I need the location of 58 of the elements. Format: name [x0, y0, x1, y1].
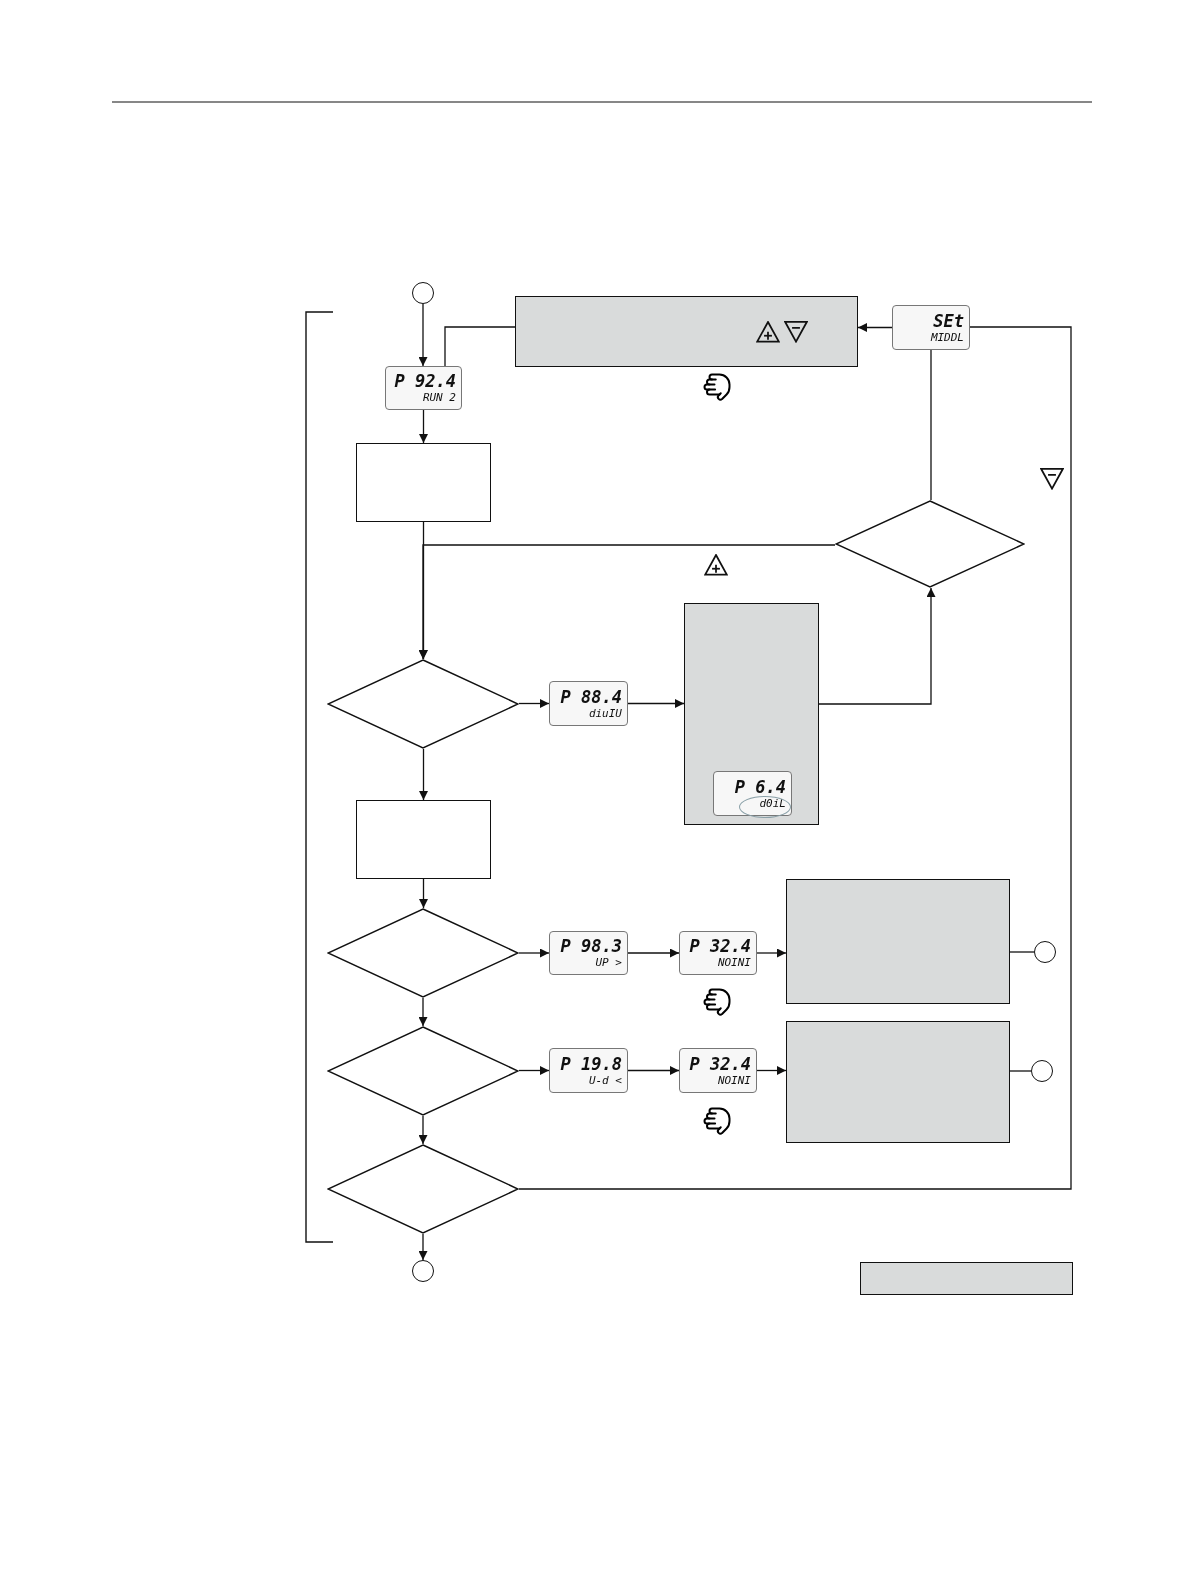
display-label: d0iL	[759, 797, 786, 809]
display-label: diuIU	[588, 707, 622, 719]
display-label: UP >	[595, 957, 622, 968]
display-reading: P 98.3	[560, 938, 622, 955]
connector-circle	[1034, 941, 1056, 963]
arrow	[418, 997, 428, 1027]
lcd-display	[549, 931, 628, 975]
arrow	[518, 948, 550, 958]
connector-circle	[412, 282, 434, 304]
lcd-display	[549, 1048, 628, 1093]
arrow	[419, 409, 428, 444]
arrow	[627, 1066, 680, 1075]
decision-diamond	[327, 908, 519, 998]
display-label: NOINI	[717, 1074, 751, 1086]
arrow	[518, 699, 550, 708]
display-reading: P 6.4	[734, 778, 786, 796]
lcd-display	[549, 681, 628, 726]
display-label: NOINI	[717, 957, 751, 968]
arrow	[418, 1115, 428, 1145]
arrow	[818, 587, 936, 705]
arrow	[627, 948, 680, 958]
arrow	[857, 323, 893, 332]
process-box	[860, 1262, 1073, 1295]
decision-diamond	[327, 659, 519, 749]
arrow	[418, 303, 428, 367]
lcd-display	[385, 366, 462, 410]
process-box	[356, 800, 491, 879]
display-reading: P 32.4	[689, 938, 751, 955]
arrow	[627, 699, 685, 708]
arrow	[419, 748, 428, 801]
arrow	[756, 948, 787, 958]
decision-diamond	[327, 1026, 519, 1116]
display-label: RUN 2	[422, 392, 456, 403]
arrow	[419, 878, 428, 909]
display-reading: P 92.4	[394, 373, 456, 390]
process-box	[515, 296, 858, 367]
lcd-display	[679, 931, 757, 975]
arrow	[518, 1066, 550, 1075]
process-box	[786, 879, 1010, 1004]
display-reading: P 88.4	[560, 688, 622, 706]
connector-circle	[412, 1260, 434, 1282]
process-box	[684, 603, 819, 825]
decision-diamond	[835, 500, 1025, 588]
display-label: U-d <	[588, 1074, 622, 1086]
decision-diamond	[327, 1144, 519, 1234]
lcd-display	[713, 771, 792, 816]
process-box	[356, 443, 491, 522]
display-label: MIDDL	[930, 331, 964, 343]
display-reading: P 19.8	[560, 1055, 622, 1073]
display-reading: SEt	[933, 312, 964, 330]
arrow	[418, 544, 836, 660]
display-reading: P 32.4	[689, 1055, 751, 1073]
arrow	[418, 1233, 428, 1261]
arrow	[756, 1066, 787, 1075]
process-box	[786, 1021, 1010, 1143]
lcd-display	[892, 305, 970, 350]
connector-circle	[1031, 1060, 1053, 1082]
lcd-display	[679, 1048, 757, 1093]
